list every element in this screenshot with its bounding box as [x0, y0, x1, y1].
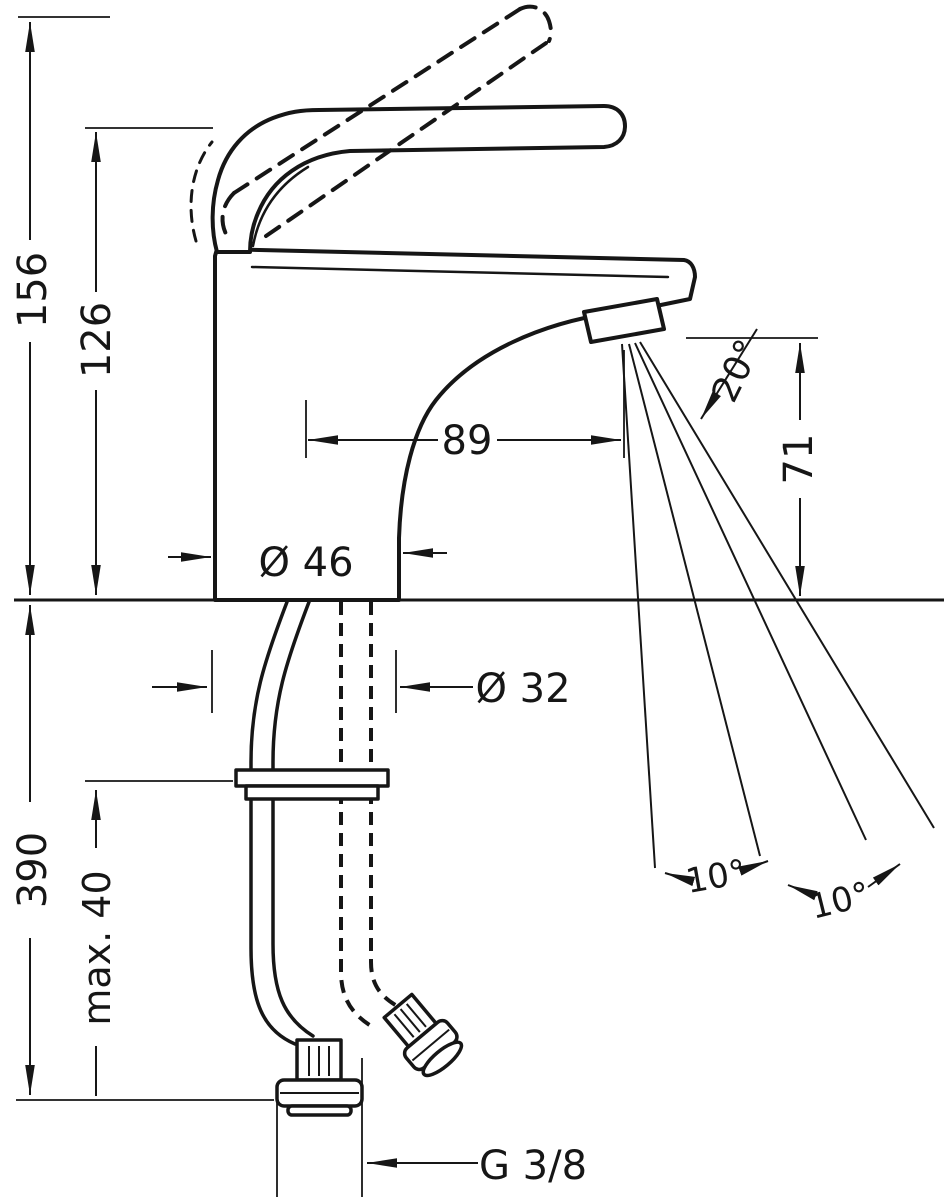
dim-arrow-10deg-2-right: [867, 863, 901, 888]
lever-handle-raised: [189, 4, 553, 243]
dim-arrow-10deg-1-left: [664, 872, 696, 887]
jet-line-4: [639, 341, 935, 829]
water-jet-lines: [621, 341, 935, 869]
flex-hose-left-outer: [249, 600, 297, 1046]
flange-washer: [234, 768, 390, 788]
dim-jet-spread-right-label: 10°: [806, 874, 874, 927]
dim-body-diameter-label: Ø 46: [258, 540, 353, 586]
raised-lever-tip: [518, 4, 553, 43]
dim-arrow-10deg-2-left: [787, 884, 818, 901]
nut-end-cap: [286, 1104, 353, 1117]
dim-line-20deg: [700, 328, 758, 420]
sleeve-hatch: [393, 1003, 427, 1038]
flex-hose-right-rail-2: [369, 602, 399, 1008]
mounting-flange: [234, 768, 390, 801]
supply-hoses: [249, 600, 399, 1046]
lever-swing-arc: [189, 140, 214, 243]
dim-hole-diameter-label: Ø 32: [475, 666, 570, 712]
flange-nut: [244, 784, 380, 801]
dim-max-thickness-label: max. 40: [75, 870, 119, 1025]
nut-facet-line: [411, 1028, 450, 1062]
raised-lever-top-edge: [232, 7, 522, 195]
dimension-annotations: 156 126 89 20° 71 Ø 46 Ø 32 39: [10, 16, 901, 1197]
jet-line-3: [634, 342, 867, 841]
dim-total-height-label: 156: [10, 252, 56, 328]
flex-hose-right-rail-1: [339, 602, 373, 1028]
hose-connector-right: [382, 992, 464, 1078]
raised-lever-back: [220, 191, 236, 236]
handle-joint-line: [251, 165, 310, 248]
dim-jet-spread-left-label: 10°: [683, 852, 749, 902]
dim-hose-length-label: 390: [10, 832, 56, 908]
jet-line-1: [621, 343, 656, 869]
sleeve-hatch: [308, 1046, 330, 1076]
faucet-body: [213, 247, 697, 602]
dim-lever-height-label: 126: [74, 302, 120, 378]
dim-spout-reach-label: 89: [442, 418, 493, 464]
body-shoulder-line: [250, 265, 670, 279]
dim-outlet-height-label: 71: [776, 434, 822, 485]
raised-lever-bottom-edge: [264, 39, 551, 238]
dim-thread-label: G 3/8: [479, 1143, 587, 1189]
hose-connector-left: [275, 1038, 364, 1117]
dim-arrow-10deg-1-right: [738, 860, 769, 876]
aerator: [582, 297, 666, 344]
flex-hose-left-inner: [271, 600, 315, 1038]
jet-line-2: [628, 343, 761, 857]
nut-end-cap: [421, 1040, 464, 1078]
